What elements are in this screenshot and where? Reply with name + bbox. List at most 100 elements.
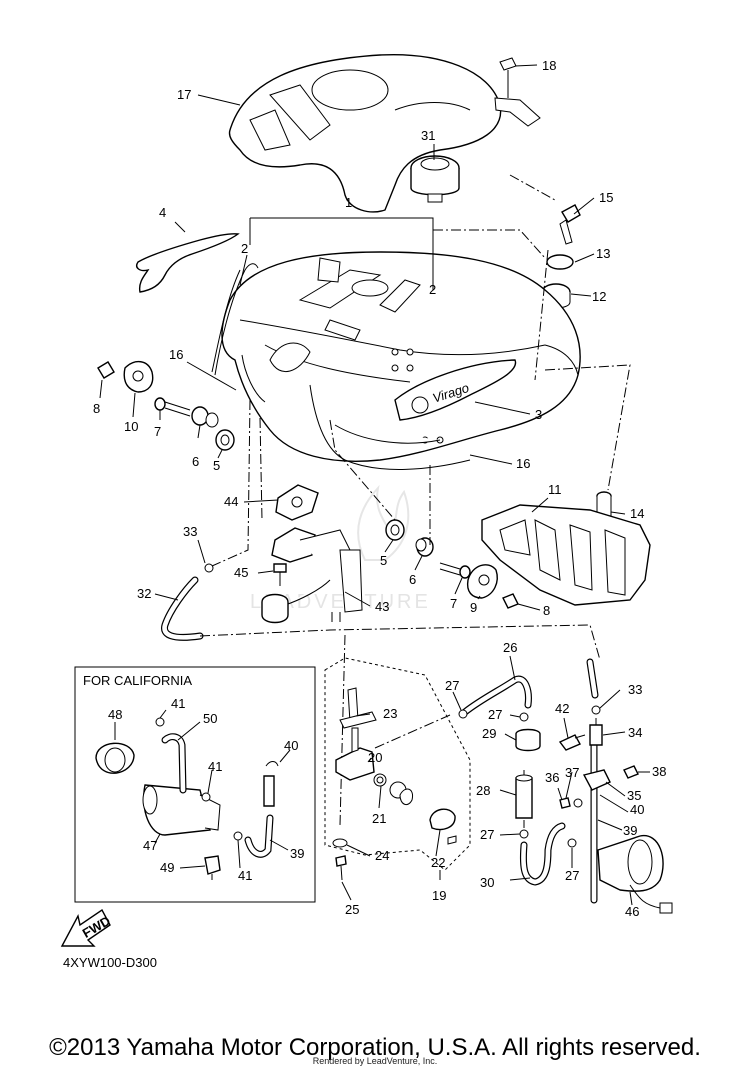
callout-47: 47 <box>143 838 157 853</box>
callout-12: 12 <box>592 289 606 304</box>
bolt-38-part <box>623 765 639 779</box>
callout-38: 38 <box>652 764 666 779</box>
washer-part <box>546 254 574 270</box>
callout-16b: 16 <box>516 456 530 471</box>
callout-7a: 7 <box>154 424 161 439</box>
pipe-40-part <box>263 761 279 807</box>
callout-41a: 41 <box>171 696 185 711</box>
callout-8b: 8 <box>543 603 550 618</box>
inset-title: FOR CALIFORNIA <box>83 673 192 688</box>
callout-49: 49 <box>160 860 174 875</box>
callout-31: 31 <box>421 128 435 143</box>
plate-part <box>275 484 319 521</box>
callout-34: 34 <box>628 725 642 740</box>
callout-3: 3 <box>535 407 542 422</box>
clamp-41c-part <box>233 831 243 841</box>
washer-24-part <box>332 838 348 848</box>
clamp-27c-part <box>519 829 529 839</box>
callout-27a: 27 <box>445 678 459 693</box>
callout-39a: 39 <box>623 823 637 838</box>
cushion-part <box>515 728 541 752</box>
fuel-sender-part <box>261 527 363 624</box>
callout-22: 22 <box>431 855 445 870</box>
clamp-part <box>204 563 214 573</box>
washer-37-part <box>573 798 583 808</box>
bolt-45-part <box>273 563 287 586</box>
callout-16a: 16 <box>169 347 183 362</box>
callout-23: 23 <box>383 706 397 721</box>
callout-44: 44 <box>224 494 238 509</box>
leader-lines <box>199 174 631 826</box>
bracket-35-part <box>582 769 611 791</box>
emblem-part <box>136 233 240 293</box>
callouts: 1 2 2 3 4 5 5 6 6 7 7 8 8 9 10 11 12 13 … <box>93 58 666 919</box>
callout-6a: 6 <box>192 454 199 469</box>
clamp-41b-part <box>201 792 211 802</box>
drain-hose-part <box>161 576 204 641</box>
callout-43: 43 <box>375 599 389 614</box>
watermark-text: LEADVENTURE <box>250 591 431 613</box>
callout-40a: 40 <box>284 738 298 753</box>
callout-19: 19 <box>432 888 446 903</box>
callout-41b: 41 <box>208 759 222 774</box>
callout-20: 20 <box>368 750 382 765</box>
callout-18: 18 <box>542 58 556 73</box>
callout-39b: 39 <box>290 846 304 861</box>
callout-27c: 27 <box>480 827 494 842</box>
clamp-27d-part <box>567 838 577 848</box>
callout-27b: 27 <box>488 707 502 722</box>
clamp-33b-part <box>591 705 601 715</box>
bolt-25-part <box>335 855 347 881</box>
diagram-code: 4XYW100-D300 <box>63 955 157 970</box>
callout-35: 35 <box>627 788 641 803</box>
mount-bolt-part <box>559 204 581 245</box>
callout-30: 30 <box>480 875 494 890</box>
callout-24: 24 <box>375 848 389 863</box>
callout-42: 42 <box>555 701 569 716</box>
copyright-notice: ©2013 Yamaha Motor Corporation, U.S.A. A… <box>49 1034 701 1061</box>
callout-13: 13 <box>596 246 610 261</box>
clamp-27b-part <box>519 712 529 722</box>
fwd-arrow: FWD <box>60 908 113 947</box>
california-inset: FOR CALIFORNIA <box>74 666 316 903</box>
callout-leaders <box>99 64 650 906</box>
callout-48: 48 <box>108 707 122 722</box>
callout-37: 37 <box>565 765 579 780</box>
callout-25: 25 <box>345 902 359 917</box>
damper-left-part <box>215 429 235 451</box>
callout-14: 14 <box>630 506 644 521</box>
fuel-filter-part <box>515 770 533 828</box>
bolt-36-part <box>559 797 571 809</box>
valve-42-part <box>558 734 586 751</box>
callout-2b: 2 <box>429 282 436 297</box>
bracket-right-part <box>466 564 498 599</box>
joint-part <box>589 718 603 746</box>
bolt-right-part <box>439 562 471 579</box>
canister-main-part <box>142 784 221 836</box>
filler-cap-part <box>410 155 460 203</box>
side-cover-part <box>481 504 651 606</box>
callout-27d: 27 <box>565 868 579 883</box>
callout-45: 45 <box>234 565 248 580</box>
callout-8a: 8 <box>93 401 100 416</box>
callout-5a: 5 <box>213 458 220 473</box>
callout-4: 4 <box>159 205 166 220</box>
fuel-cock-group <box>324 657 471 871</box>
callout-15: 15 <box>599 190 613 205</box>
callout-50: 50 <box>203 711 217 726</box>
fuel-tank-part <box>221 251 581 462</box>
callout-1: 1 <box>345 195 352 210</box>
clamp-41a-part <box>155 717 165 727</box>
collar-part <box>191 406 219 428</box>
callout-17: 17 <box>177 87 191 102</box>
bracket-bolt-part <box>494 57 541 127</box>
bolt-49-part <box>204 855 221 880</box>
tank-cover-part <box>228 53 502 213</box>
callout-2a: 2 <box>241 241 248 256</box>
hose-39-part <box>586 658 599 904</box>
bracket-part <box>123 361 154 393</box>
callout-32: 32 <box>137 586 151 601</box>
callout-5b: 5 <box>380 553 387 568</box>
callout-10: 10 <box>124 419 138 434</box>
